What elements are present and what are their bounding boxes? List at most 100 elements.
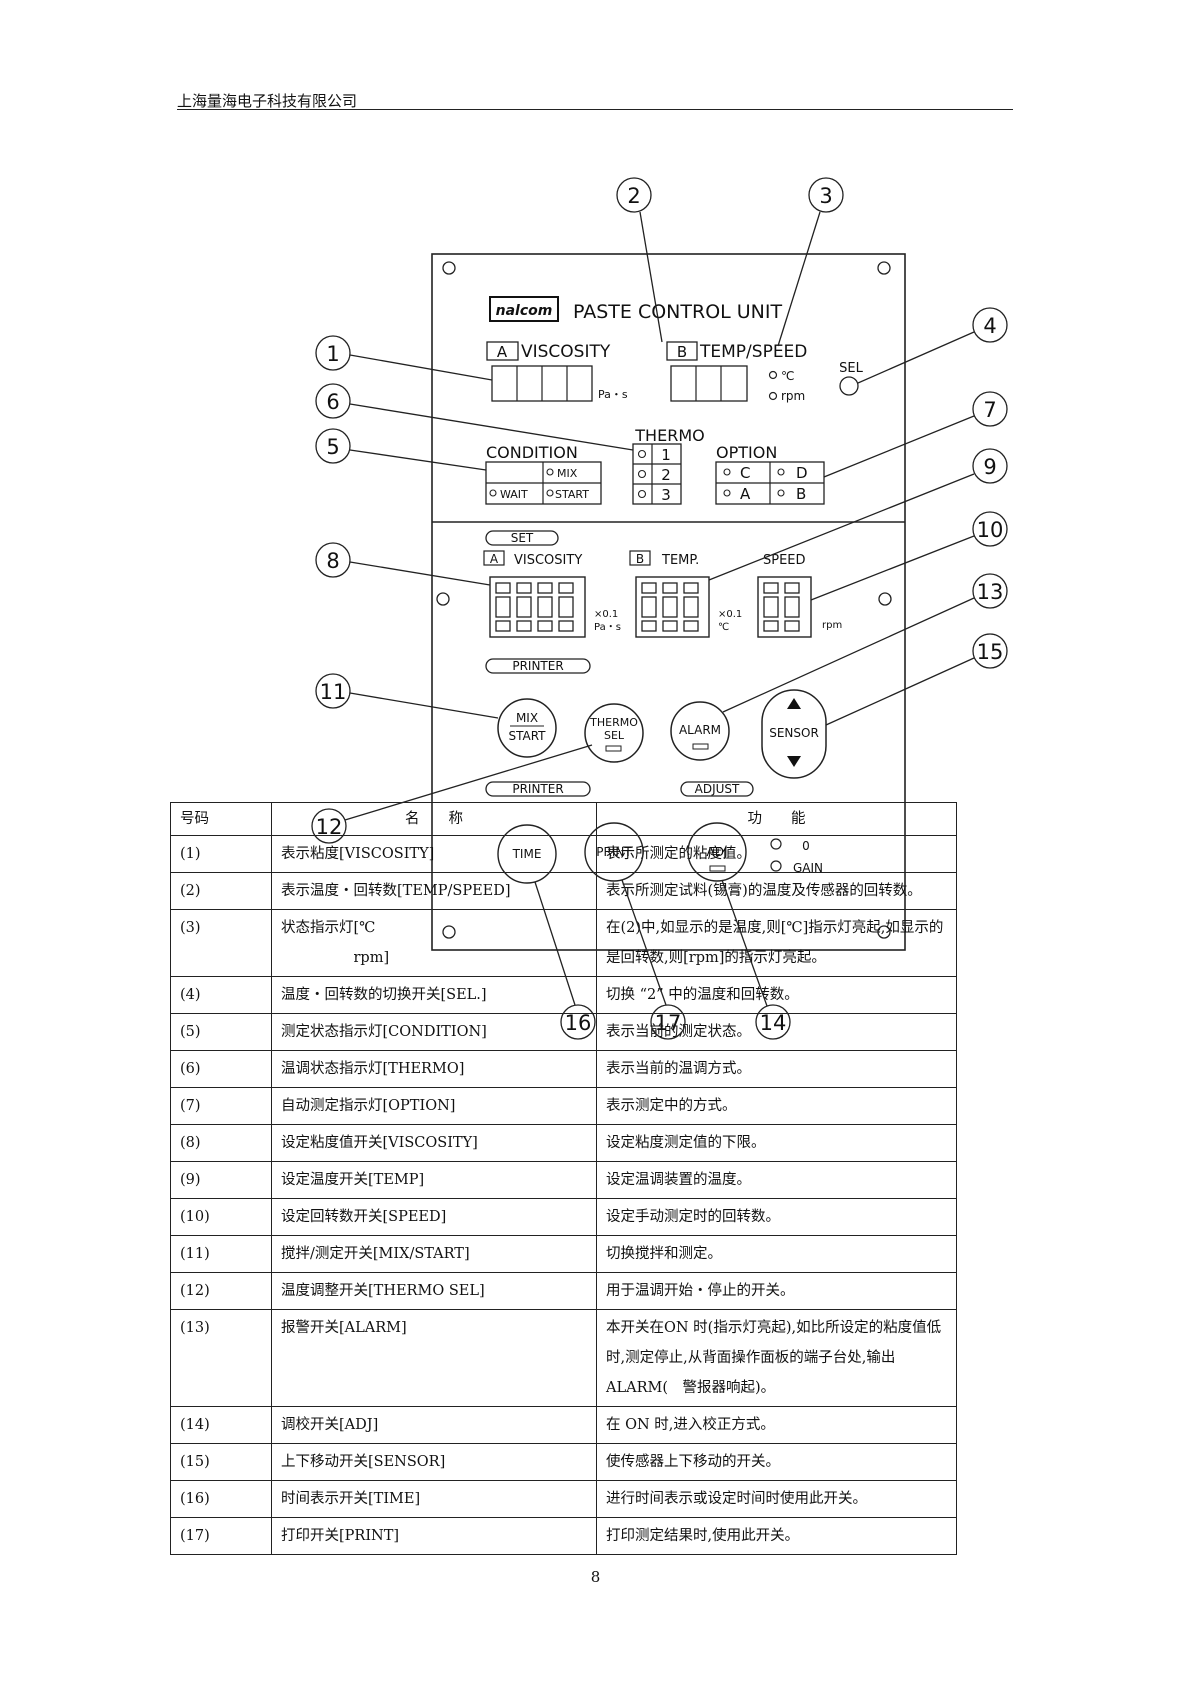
- thermo-row-1: 1: [661, 446, 671, 464]
- row-no: (3): [170, 909, 272, 977]
- callout-8: 8: [315, 542, 351, 578]
- table-row: (4)温度・回转数的切换开关[SEL.]切换 “2” 中的温度和回转数。: [170, 976, 957, 1014]
- row-no: (12): [170, 1272, 272, 1310]
- thermo-row-3: 3: [661, 486, 671, 504]
- svg-text:5: 5: [326, 435, 339, 459]
- sel-btn-label: SEL: [604, 729, 625, 742]
- set-tag-a: A: [490, 552, 499, 566]
- company-header: 上海量海电子科技有限公司: [177, 92, 358, 110]
- row-func: 切换搅拌和测定。: [596, 1235, 957, 1273]
- unit-pas: Pa・s: [598, 388, 628, 401]
- set-viscosity-label: VISCOSITY: [514, 553, 582, 568]
- row-func: 进行时间表示或设定时间时使用此开关。: [596, 1480, 957, 1518]
- set-viscosity-switch[interactable]: [489, 576, 586, 638]
- table-row: (11)搅拌/测定开关[MIX/START]切换搅拌和测定。: [170, 1235, 957, 1273]
- alarm-button[interactable]: [670, 701, 730, 761]
- table-row: (14)调校开关[ADJ]在 ON 时,进入校正方式。: [170, 1406, 957, 1444]
- thermo-btn-label: THERMO: [589, 716, 638, 729]
- tag-b-box: [666, 341, 698, 361]
- row-name: 设定回转数开关[SPEED]: [271, 1198, 597, 1236]
- alarm-label: ALARM: [679, 723, 721, 737]
- thermo-label: THERMO: [634, 426, 704, 445]
- row-no: (13): [170, 1309, 272, 1407]
- callout-13: 13: [972, 573, 1008, 609]
- sel-button[interactable]: [839, 376, 859, 396]
- celsius-led: [768, 370, 778, 380]
- row-no: (17): [170, 1517, 272, 1555]
- set-label: SET: [511, 531, 534, 545]
- set-pill: [485, 530, 559, 546]
- header-func: 功 能: [596, 802, 957, 836]
- set-speed-switch[interactable]: [757, 576, 812, 638]
- svg-text:7: 7: [983, 398, 996, 422]
- temp-speed-label: TEMP/SPEED: [699, 342, 807, 362]
- row-name: 搅拌/测定开关[MIX/START]: [271, 1235, 597, 1273]
- sensor-button[interactable]: [761, 689, 827, 779]
- row-name: 设定温度开关[TEMP]: [271, 1161, 597, 1199]
- screw-hole: [877, 261, 891, 275]
- row-name: 表示粘度[VISCOSITY]: [271, 835, 597, 873]
- page-number: 8: [590, 1568, 601, 1586]
- viscosity-label: VISCOSITY: [521, 342, 611, 362]
- logo-box: [489, 296, 559, 322]
- svg-text:9: 9: [983, 455, 996, 479]
- logo-text: nalcom: [496, 303, 553, 319]
- spec-table: 号码 名 称 功 能 (1)表示粘度[VISCOSITY]表示所测定的粘度值。 …: [170, 802, 957, 1555]
- row-func: 在 ON 时,进入校正方式。: [596, 1406, 957, 1444]
- row-no: (4): [170, 976, 272, 1014]
- row-name: 报警开关[ALARM]: [271, 1309, 597, 1407]
- set-temp-switch[interactable]: [635, 576, 710, 638]
- table-row: (8)设定粘度值开关[VISCOSITY]设定粘度测定值的下限。: [170, 1124, 957, 1162]
- header-rule: [177, 109, 1013, 110]
- row-no: (11): [170, 1235, 272, 1273]
- sensor-down-icon[interactable]: [787, 756, 801, 767]
- table-row: (9)设定温度开关[TEMP]设定温调装置的温度。: [170, 1161, 957, 1199]
- screw-hole: [436, 592, 450, 606]
- svg-text:8: 8: [326, 549, 339, 573]
- tag-b: B: [677, 343, 687, 361]
- thermo-sel-button[interactable]: [584, 703, 644, 763]
- mix-start-button[interactable]: [497, 698, 557, 758]
- svg-text:15: 15: [977, 640, 1004, 664]
- sensor-up-icon[interactable]: [787, 698, 801, 709]
- unit-celsius: ℃: [781, 369, 794, 383]
- sensor-label: SENSOR: [769, 726, 819, 740]
- row-no: (9): [170, 1161, 272, 1199]
- svg-text:4: 4: [983, 314, 996, 338]
- row-no: (7): [170, 1087, 272, 1125]
- opt-b: B: [796, 485, 806, 503]
- screw-hole: [442, 261, 456, 275]
- cond-start: START: [555, 488, 589, 501]
- printer-label-2: PRINTER: [512, 782, 563, 796]
- panel-title: PASTE CONTROL UNIT: [573, 301, 782, 323]
- table-row: (15)上下移动开关[SENSOR]使传感器上下移动的开关。: [170, 1443, 957, 1481]
- row-no: (16): [170, 1480, 272, 1518]
- table-row: (3)状态指示灯[℃ rpm]在(2)中,如显示的是温度,则[℃]指示灯亮起,如…: [170, 909, 957, 977]
- row-func: 表示当前的测定状态。: [596, 1013, 957, 1051]
- printer-pill: [485, 658, 591, 674]
- opt-d: D: [796, 464, 808, 482]
- row-no: (5): [170, 1013, 272, 1051]
- callout-4: 4: [972, 307, 1008, 343]
- temp-x01: ×0.1: [718, 609, 742, 620]
- svg-text:2: 2: [627, 184, 640, 208]
- row-func: 表示所测定试料(锡膏)的温度及传感器的回转数。: [596, 872, 957, 910]
- row-name: 表示温度・回转数[TEMP/SPEED]: [271, 872, 597, 910]
- thermo-row-2: 2: [661, 466, 671, 484]
- row-name: 设定粘度值开关[VISCOSITY]: [271, 1124, 597, 1162]
- speed-unit: rpm: [822, 620, 842, 631]
- set-tag-b: B: [636, 552, 644, 566]
- sel-label: SEL: [839, 361, 863, 376]
- row-func: 表示测定中的方式。: [596, 1087, 957, 1125]
- mix-label: MIX: [516, 711, 538, 725]
- row-no: (15): [170, 1443, 272, 1481]
- callout-15: 15: [972, 633, 1008, 669]
- table-row: (1)表示粘度[VISCOSITY]表示所测定的粘度值。: [170, 835, 957, 873]
- svg-text:6: 6: [326, 390, 339, 414]
- visc-unit: Pa・s: [594, 622, 621, 633]
- row-name: 调校开关[ADJ]: [271, 1406, 597, 1444]
- adjust-label: ADJUST: [695, 782, 740, 796]
- row-func: 设定温调装置的温度。: [596, 1161, 957, 1199]
- row-no: (6): [170, 1050, 272, 1088]
